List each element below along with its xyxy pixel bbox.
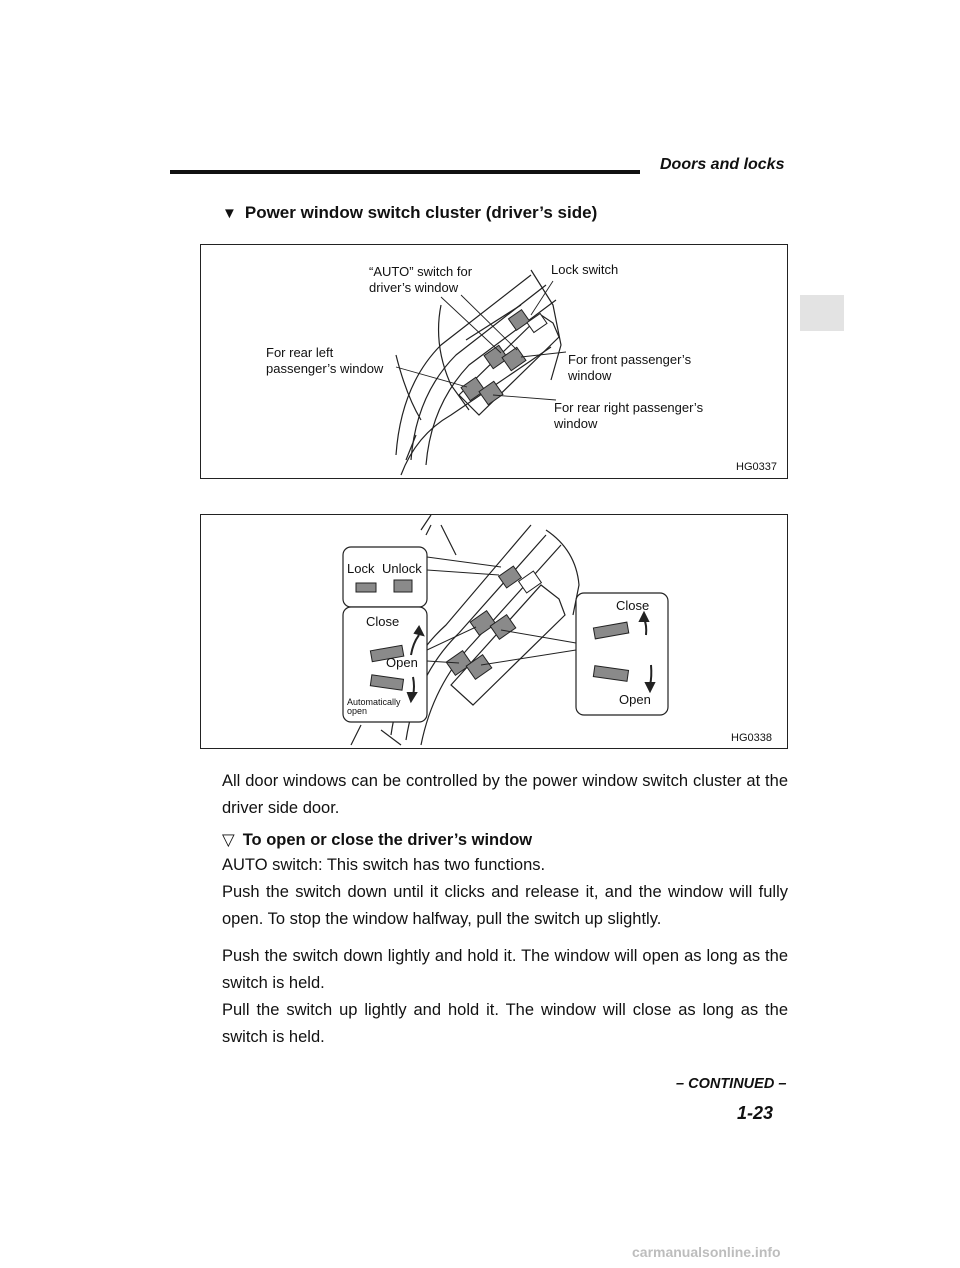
figure-code: HG0337 — [736, 461, 777, 473]
heading-title: Power window switch cluster (driver’s si… — [244, 203, 598, 222]
page-number: 1-23 — [737, 1103, 774, 1123]
label-rear-right-2: window — [554, 416, 598, 431]
label-open-right: Open — [619, 692, 651, 707]
label-auto-open-2: open — [347, 706, 368, 716]
paragraph-hold-close: Pull the switch up lightly and hold it. … — [222, 1001, 788, 1046]
label-rear-left-2: passenger’s window — [266, 361, 384, 376]
figure-switch-cluster: “AUTO” switch for driver’s window Lock s… — [200, 244, 788, 479]
switch-cluster-illustration — [395, 269, 567, 476]
label-front-passenger-2: window — [568, 368, 612, 383]
label-close-right: Close — [616, 598, 650, 613]
section-heading: ▼ Power window switch cluster (driver’s s… — [222, 203, 597, 223]
label-front-passenger-1: For front passenger’s — [568, 352, 692, 367]
label-lock-switch: Lock switch — [551, 262, 619, 277]
chapter-tab — [800, 295, 844, 331]
watermark: carmanualsonline.info — [632, 1244, 781, 1260]
heading-marker-icon: ▼ — [222, 205, 237, 222]
figure-switch-operation: Lock Unlock Close Open Automatically ope… — [200, 514, 788, 749]
intro-paragraph: All door windows can be controlled by th… — [222, 772, 788, 817]
header-rule — [170, 170, 640, 174]
label-rear-left-1: For rear left — [266, 345, 334, 360]
section-title: Doors and locks — [660, 156, 785, 173]
paragraph-auto-switch: AUTO switch: This switch has two functio… — [222, 856, 546, 874]
paragraph-hold-open: Push the switch down lightly and hold it… — [222, 947, 788, 992]
subheading: ▽ To open or close the driver’s window — [222, 830, 532, 850]
label-lock: Lock — [347, 561, 375, 576]
label-unlock: Unlock — [382, 561, 422, 576]
label-auto-switch-2: driver’s window — [369, 280, 459, 295]
subheading-text: To open or close the driver’s window — [242, 831, 533, 849]
figure-code: HG0338 — [731, 732, 772, 744]
label-open-left: Open — [386, 655, 418, 670]
continued-note: – CONTINUED – — [676, 1076, 787, 1092]
label-auto-switch-1: “AUTO” switch for — [369, 264, 473, 279]
label-auto-open-1: Automatically — [347, 697, 401, 707]
paragraph-push-down: Push the switch down until it clicks and… — [222, 883, 788, 928]
switch-operation-illustration — [342, 515, 669, 746]
label-close-left: Close — [366, 614, 400, 629]
subheading-marker-icon: ▽ — [222, 831, 235, 849]
label-rear-right-1: For rear right passenger’s — [554, 400, 704, 415]
